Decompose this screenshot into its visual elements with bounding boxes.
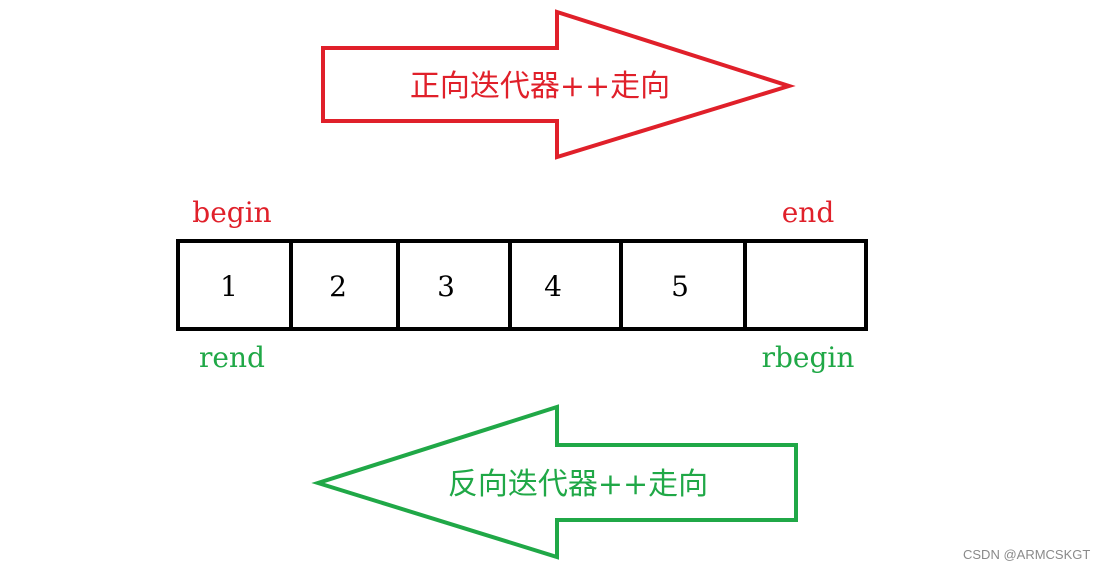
begin-label: begin: [192, 196, 271, 229]
cell-value: 4: [544, 270, 562, 303]
cell-value: 5: [671, 270, 689, 303]
cells-outline: [176, 239, 868, 331]
watermark: CSDN @ARMCSKGT: [963, 547, 1091, 562]
forward-arrow-label: 正向迭代器++走向: [410, 69, 670, 104]
cell-value: 3: [437, 270, 455, 303]
forward-arrow-shape: [321, 9, 796, 160]
reverse-arrow-label: 反向迭代器++走向: [448, 467, 708, 502]
end-label: end: [782, 196, 835, 229]
reverse-arrow-shape: [311, 404, 798, 560]
rend-label: rend: [199, 341, 265, 374]
cells-row: 1 2 3 4 5: [176, 239, 868, 331]
rbegin-label: rbegin: [762, 341, 855, 374]
cell-value: 1: [220, 270, 238, 303]
cell-value: 2: [329, 270, 347, 303]
